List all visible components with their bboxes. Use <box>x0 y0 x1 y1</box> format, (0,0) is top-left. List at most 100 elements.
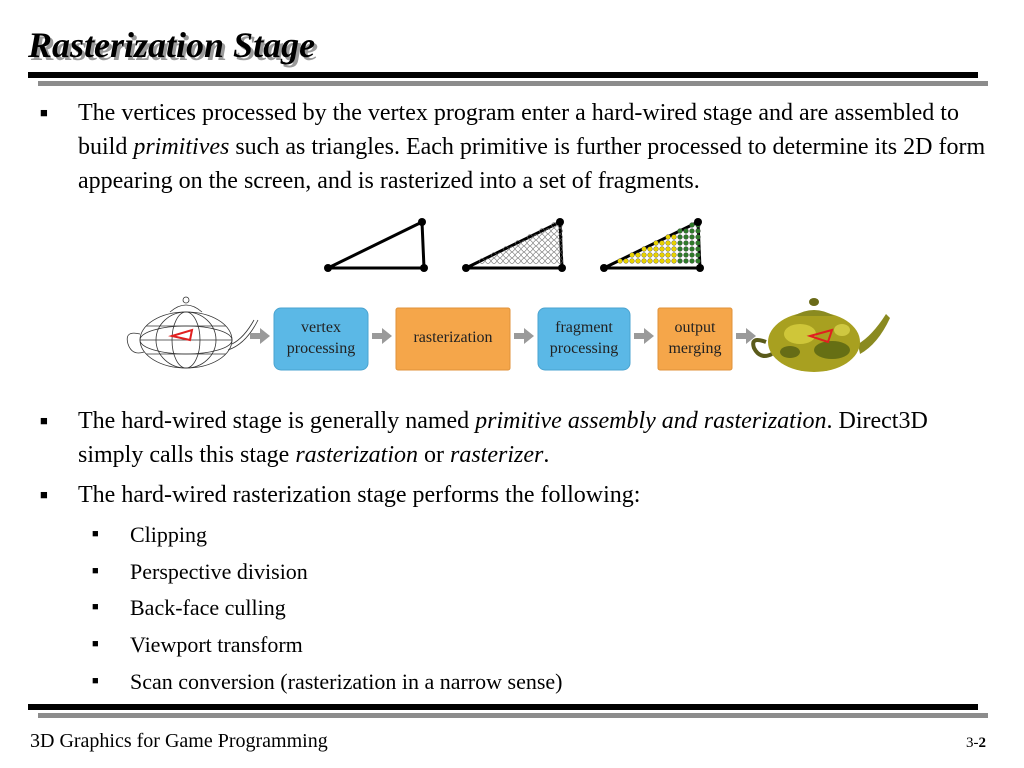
sample-dot <box>557 240 563 246</box>
fragment-dot <box>677 228 683 234</box>
bullet-text-emphasis: primitive assembly and rasterization <box>475 408 827 434</box>
sample-dot <box>557 252 563 258</box>
wireframe-teapot-image <box>126 296 259 369</box>
fragment-dot <box>647 246 653 252</box>
sample-dot <box>491 252 497 258</box>
bullet-text-part: or <box>418 442 450 468</box>
arrow-icon <box>634 328 654 344</box>
stage-label-line2: merging <box>668 340 721 357</box>
stage-label-line1: vertex <box>301 319 341 336</box>
arrow-icon <box>514 328 534 344</box>
bullet-marker: ■ <box>40 487 48 502</box>
sample-dot <box>557 228 563 234</box>
fragment-dot <box>695 252 701 258</box>
fragment-dot <box>689 240 695 246</box>
fragment-dot <box>665 246 671 252</box>
fragment-dot <box>635 258 641 264</box>
fragment-dot <box>689 228 695 234</box>
fragment-dot <box>629 252 635 258</box>
bullet-2-text: The hard-wired stage is generally named … <box>78 404 988 472</box>
bullet-text-part: such as triangles. Each primitive is fur… <box>78 134 986 194</box>
sub-item-label: Perspective division <box>130 559 308 584</box>
sample-dot <box>521 258 527 264</box>
fragment-dot <box>683 240 689 246</box>
fragment-dot <box>683 234 689 240</box>
page-number-prefix: 3- <box>966 735 979 751</box>
triangle-rasterization-figure <box>324 218 704 272</box>
footer-course-title: 3D Graphics for Game Programming <box>30 730 328 752</box>
bullet-marker: ■ <box>40 105 48 120</box>
sample-dot <box>539 246 545 252</box>
fragment-dot <box>653 252 659 258</box>
bullet-text-part: . <box>543 442 550 468</box>
fragment-dot <box>659 240 665 246</box>
fragment-dot <box>641 252 647 258</box>
sample-dot <box>521 252 527 258</box>
vertex-dot <box>462 264 470 272</box>
top-rule <box>28 72 978 78</box>
fragment-dot <box>671 246 677 252</box>
fragment-dot <box>659 252 665 258</box>
sub-item-label: Viewport transform <box>130 632 303 657</box>
sample-dot <box>551 258 557 264</box>
textured-teapot-image <box>751 298 890 372</box>
fragment-dot <box>689 252 695 258</box>
slide-title: Rasterization Stage <box>28 25 316 65</box>
fragment-dot <box>671 240 677 246</box>
fragment-dot <box>689 234 695 240</box>
fragment-dot <box>689 222 695 228</box>
sample-dot <box>509 258 515 264</box>
sample-dot <box>545 246 551 252</box>
sub-item-label: Clipping <box>130 522 208 547</box>
sample-dot <box>539 252 545 258</box>
bullet-text-part: . Direct3D simply calls this stage <box>78 408 928 468</box>
stage-label-line2: processing <box>550 340 618 357</box>
sample-dot <box>551 246 557 252</box>
fragment-dot <box>683 252 689 258</box>
bullet-text-emphasis: primitives <box>133 134 230 160</box>
fragment-dot <box>635 252 641 258</box>
fragment-dot <box>641 258 647 264</box>
fragment-dot <box>623 258 629 264</box>
sample-dot <box>545 258 551 264</box>
sample-dot <box>533 240 539 246</box>
bullet-3-text: The hard-wired rasterization stage perfo… <box>78 482 641 508</box>
sub-item-label: Back-face culling <box>130 595 286 620</box>
sample-dot <box>551 228 557 234</box>
fragment-dot <box>671 252 677 258</box>
stage-rasterization: rasterization <box>395 307 511 371</box>
vertex-dot <box>558 264 566 272</box>
fragment-dot <box>629 258 635 264</box>
sample-dot <box>521 246 527 252</box>
fragment-dot <box>647 252 653 258</box>
sample-dot <box>503 246 509 252</box>
sample-dot <box>497 258 503 264</box>
sample-dot <box>527 246 533 252</box>
sub-item-label: Scan conversion (rasterization in a narr… <box>130 669 563 694</box>
fragment-dot <box>677 246 683 252</box>
fragment-dot <box>665 240 671 246</box>
triangle-outline <box>324 218 428 272</box>
vertex-dot <box>556 218 564 226</box>
fragment-dot <box>695 246 701 252</box>
sample-dot <box>485 258 491 264</box>
arrow-icon <box>372 328 392 344</box>
sample-dot <box>527 240 533 246</box>
pipeline-figure: vertex processing rasterization fragment… <box>126 296 890 372</box>
sample-dot <box>545 252 551 258</box>
fragment-dot <box>689 246 695 252</box>
fragment-dot <box>665 258 671 264</box>
stage-label-line1: fragment <box>555 319 613 336</box>
vertex-dot <box>696 264 704 272</box>
fragment-dot <box>677 258 683 264</box>
fragment-dot <box>659 258 665 264</box>
sample-dot <box>515 252 521 258</box>
sub-bullet-marker: ■ <box>92 528 99 540</box>
sample-dot <box>515 240 521 246</box>
sample-dot <box>503 258 509 264</box>
bottom-rule-shadow <box>38 713 988 718</box>
sample-dot <box>545 228 551 234</box>
arrow-icon <box>250 328 270 344</box>
sample-dot <box>557 234 563 240</box>
fragment-dot <box>665 234 671 240</box>
